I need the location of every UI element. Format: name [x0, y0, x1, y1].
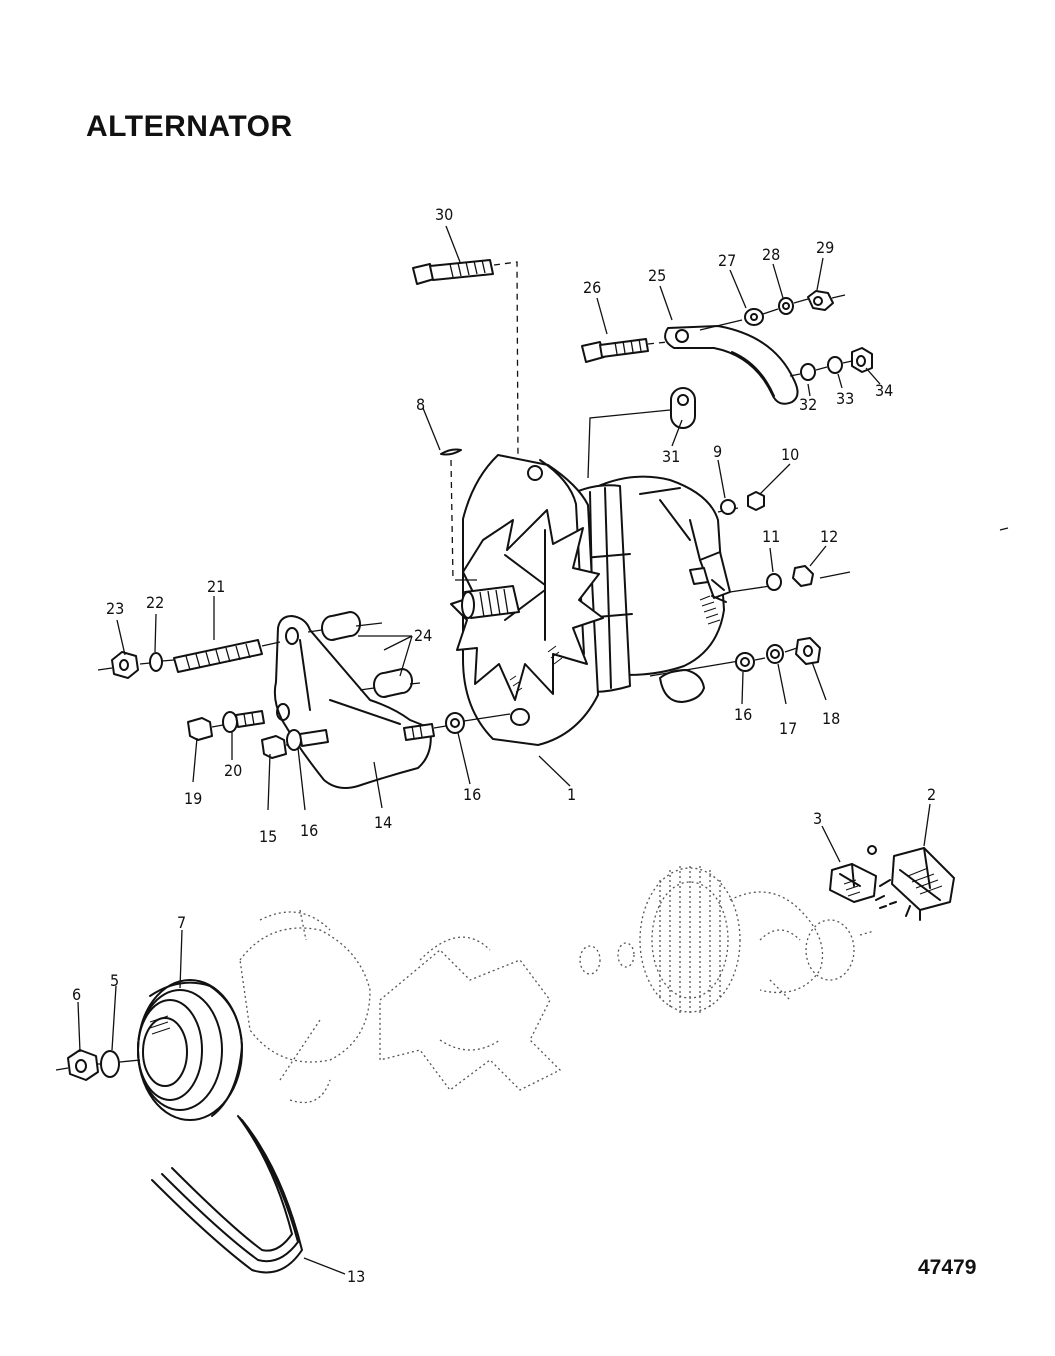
part-34-nut — [851, 347, 873, 373]
part-5-lockwasher — [100, 1050, 120, 1078]
callout-32: 32 — [799, 395, 817, 414]
callout-11: 11 — [762, 527, 780, 546]
part-16-washer-left — [286, 729, 329, 751]
callout-19: 19 — [184, 789, 202, 808]
axis-line-32-34 — [789, 360, 853, 377]
callout-18: 18 — [822, 709, 840, 728]
axis-line-27-29 — [699, 294, 846, 331]
callout-leaders — [77, 225, 931, 1275]
part-28-lockwasher — [778, 297, 794, 315]
internals-exploded-view — [239, 866, 875, 1104]
axis-line-pulley — [55, 1059, 141, 1071]
figure-number: 47479 — [918, 1256, 977, 1279]
part-30-bolt — [412, 259, 494, 285]
part-6-nut — [67, 1049, 99, 1081]
callout-3: 3 — [813, 809, 822, 828]
callout-23: 23 — [106, 599, 124, 618]
callout-7: 7 — [177, 913, 186, 932]
callout-29: 29 — [816, 238, 834, 257]
part-23-nut — [111, 651, 139, 679]
part-11-lockwasher — [766, 573, 782, 591]
axis-line-16-18 — [754, 647, 798, 661]
callout-16-right: 16 — [734, 705, 752, 724]
page-title: ALTERNATOR — [86, 110, 293, 143]
callout-13: 13 — [347, 1267, 365, 1286]
callout-30: 30 — [435, 205, 453, 224]
callout-1: 1 — [567, 785, 576, 804]
part-17-lockwasher — [766, 644, 784, 664]
callout-10: 10 — [781, 445, 799, 464]
axis-line-16-center — [433, 713, 511, 729]
part-18-nut — [795, 637, 821, 665]
leader-dash-8 — [450, 459, 454, 581]
part-32-washer — [800, 363, 816, 381]
part-16-washer-center — [445, 712, 465, 734]
part-14-mounting-bracket — [273, 615, 432, 789]
callout-16-center: 16 — [463, 785, 481, 804]
part-1-alternator-assembly — [450, 454, 731, 746]
part-25-adjusting-brace — [664, 325, 799, 405]
leader-dash-30 — [493, 261, 519, 461]
part-3-brush-holder — [829, 845, 897, 909]
part-24-spacer-upper — [321, 611, 361, 641]
part-19-bolt — [187, 717, 213, 741]
callout-17: 17 — [779, 719, 797, 738]
part-7-pulley — [137, 979, 243, 1121]
callout-34: 34 — [875, 381, 893, 400]
part-stud-center — [403, 723, 435, 741]
callout-numbers: 30 26 25 27 28 29 32 33 34 31 8 9 10 11 … — [72, 205, 936, 1286]
axis-line-21 — [97, 641, 281, 671]
callout-33: 33 — [836, 389, 854, 408]
part-20-washer — [222, 710, 265, 733]
callout-31: 31 — [662, 447, 680, 466]
callout-21: 21 — [207, 577, 225, 596]
axis-line-24 — [307, 622, 421, 691]
callout-8: 8 — [416, 395, 425, 414]
part-26-bolt — [581, 338, 649, 363]
callout-15: 15 — [259, 827, 277, 846]
axis-line-31 — [587, 409, 671, 479]
part-31-spacer — [670, 387, 696, 429]
part-33-lockwasher — [827, 356, 843, 374]
callout-12: 12 — [820, 527, 838, 546]
part-15-bolt — [261, 735, 287, 759]
part-27-washer — [744, 308, 764, 326]
callout-26: 26 — [583, 278, 601, 297]
callout-28: 28 — [762, 245, 780, 264]
callout-25: 25 — [648, 266, 666, 285]
part-9-lockwasher — [720, 499, 736, 515]
callout-5: 5 — [110, 971, 119, 990]
part-12-nut — [792, 565, 814, 587]
axis-line-19 — [211, 724, 224, 728]
callout-9: 9 — [713, 442, 722, 461]
part-24-spacer-lower — [373, 668, 413, 698]
callout-2: 2 — [927, 785, 936, 804]
callout-20: 20 — [224, 761, 242, 780]
part-2-regulator — [875, 847, 955, 921]
callout-24: 24 — [414, 626, 432, 645]
callout-16-left: 16 — [300, 821, 318, 840]
callout-14: 14 — [374, 813, 392, 832]
part-21-stud — [173, 639, 263, 673]
part-22-lockwasher — [149, 652, 163, 672]
callout-27: 27 — [718, 251, 736, 270]
callout-6: 6 — [72, 985, 81, 1004]
part-16-washer-right — [735, 652, 755, 672]
part-10-nut — [747, 491, 765, 511]
part-13-drive-belt — [151, 1115, 303, 1274]
part-8-woodruff-key — [440, 448, 462, 456]
part-29-nut — [807, 290, 834, 311]
leader-dash-26 — [647, 341, 669, 345]
axis-line-12 — [819, 527, 1009, 579]
callout-22: 22 — [146, 593, 164, 612]
